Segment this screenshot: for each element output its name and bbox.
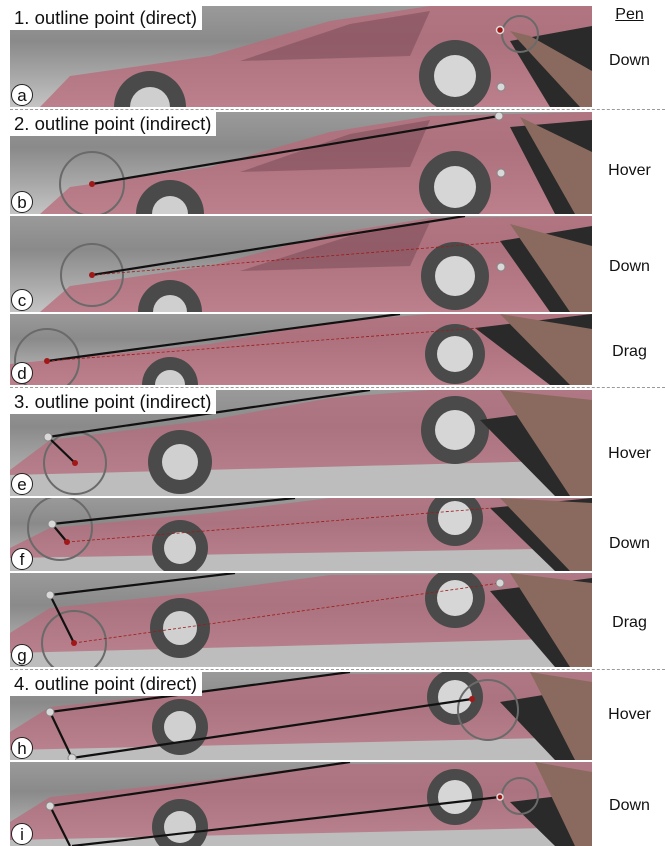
pen-state-h: Hover bbox=[594, 706, 665, 724]
pen-state-c: Down bbox=[594, 258, 665, 276]
step-2-title: 2. outline point (indirect) bbox=[10, 112, 216, 136]
panel-letter-i: i bbox=[11, 823, 33, 845]
panel-d: d bbox=[10, 314, 592, 385]
panel-a: 1. outline point (direct) a bbox=[10, 6, 592, 107]
pen-column-header: Pen bbox=[594, 6, 665, 24]
pen-state-a: Down bbox=[594, 52, 665, 70]
panel-letter-f: f bbox=[11, 548, 33, 570]
panel-letter-d: d bbox=[11, 362, 33, 384]
panel-letter-g: g bbox=[11, 644, 33, 666]
pen-state-d: Drag bbox=[594, 343, 665, 361]
panel-c-scene bbox=[10, 216, 592, 312]
step-4-title: 4. outline point (direct) bbox=[10, 672, 202, 696]
panel-letter-a: a bbox=[11, 84, 33, 106]
pen-state-i: Down bbox=[594, 797, 665, 815]
panel-i: i bbox=[10, 762, 592, 846]
pen-state-g: Drag bbox=[594, 614, 665, 632]
panel-c: c bbox=[10, 216, 592, 312]
panel-b: 2. outline point (indirect) b bbox=[10, 112, 592, 214]
step-3-title: 3. outline point (indirect) bbox=[10, 390, 216, 414]
panel-letter-h: h bbox=[11, 737, 33, 759]
panel-letter-e: e bbox=[11, 473, 33, 495]
divider-step-2 bbox=[10, 109, 665, 110]
pen-state-b: Hover bbox=[594, 162, 665, 180]
divider-step-4 bbox=[10, 669, 665, 670]
step-1-title: 1. outline point (direct) bbox=[10, 6, 202, 30]
pen-state-f: Down bbox=[594, 535, 665, 553]
panel-i-scene bbox=[10, 762, 592, 846]
panel-f: f bbox=[10, 498, 592, 571]
panel-h: 4. outline point (direct) h bbox=[10, 672, 592, 760]
divider-step-3 bbox=[10, 387, 665, 388]
pen-state-e: Hover bbox=[594, 445, 665, 463]
panel-d-scene bbox=[10, 314, 592, 385]
panel-f-scene bbox=[10, 498, 592, 571]
panel-letter-c: c bbox=[11, 289, 33, 311]
panel-letter-b: b bbox=[11, 191, 33, 213]
panel-g-scene bbox=[10, 573, 592, 667]
panel-g: g bbox=[10, 573, 592, 667]
panel-e: 3. outline point (indirect) e bbox=[10, 390, 592, 496]
